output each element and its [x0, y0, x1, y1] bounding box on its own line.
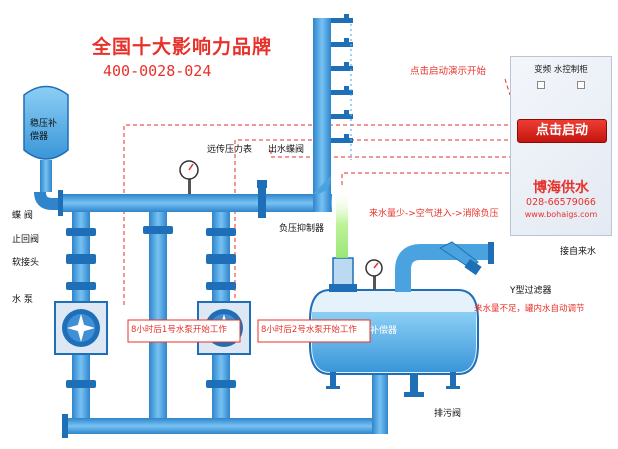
compensator-tank — [309, 289, 479, 397]
cabinet-title: 变频 水控制柜 — [534, 65, 588, 75]
pump-notes — [127, 319, 371, 343]
label-pump: 水 泵 — [12, 295, 33, 305]
label-soft-joint: 软接头 — [12, 258, 40, 268]
label-check-valve: 止回阀 — [12, 235, 40, 245]
brand-slogan: 全国十大影响力品牌 — [92, 36, 273, 58]
label-pressure-tank: 稳压补 偿器 — [30, 119, 58, 142]
tank-pressure-gauge — [365, 259, 383, 290]
air-flow-note: 来水量少->空气进入->消除负压 — [369, 209, 499, 219]
label-drain: 排污阀 — [434, 409, 462, 419]
pump1-note: 8小时后1号水泵开始工作 — [131, 325, 227, 335]
label-compensator: 补偿器 — [370, 326, 398, 336]
start-button[interactable]: 点击启动 — [517, 119, 607, 143]
cabinet-phone: 028-66579066 — [526, 197, 596, 208]
negative-pressure-suppressor — [329, 190, 357, 292]
remote-pressure-gauge — [179, 160, 199, 194]
pump-1 — [54, 301, 108, 355]
indicator-light — [537, 81, 545, 89]
pump2-note: 8小时后2号水泵开始工作 — [261, 325, 357, 335]
suction-header — [62, 360, 388, 438]
label-suppressor: 负压抑制器 — [279, 224, 325, 234]
outlet-butterfly-valve — [257, 180, 267, 218]
supply-pipe — [395, 241, 494, 292]
demo-hint: 点击启动演示开始 — [410, 66, 487, 77]
hotline: 400-0028-024 — [103, 62, 212, 80]
auto-adjust-note: 来水量不足，罐内水自动调节 — [474, 304, 585, 314]
label-supply: 接自来水 — [560, 247, 597, 257]
label-remote-gauge: 远传压力表 — [207, 145, 253, 155]
label-butterfly-valve: 蝶 阀 — [12, 211, 33, 221]
pressure-tank — [23, 85, 70, 210]
control-cabinet: 变频 水控制柜 点击启动 博海供水 028-66579066 www.bohai… — [510, 56, 612, 236]
cabinet-website: www.bohaigs.com — [524, 210, 598, 219]
label-outlet-valve: 出水蝶阀 — [268, 145, 305, 155]
label-y-filter: Y型过滤器 — [510, 286, 552, 296]
control-wires — [123, 78, 511, 305]
indicator-light — [577, 81, 585, 89]
cabinet-brand: 博海供水 — [533, 180, 589, 196]
outlet-taps — [331, 14, 353, 143]
